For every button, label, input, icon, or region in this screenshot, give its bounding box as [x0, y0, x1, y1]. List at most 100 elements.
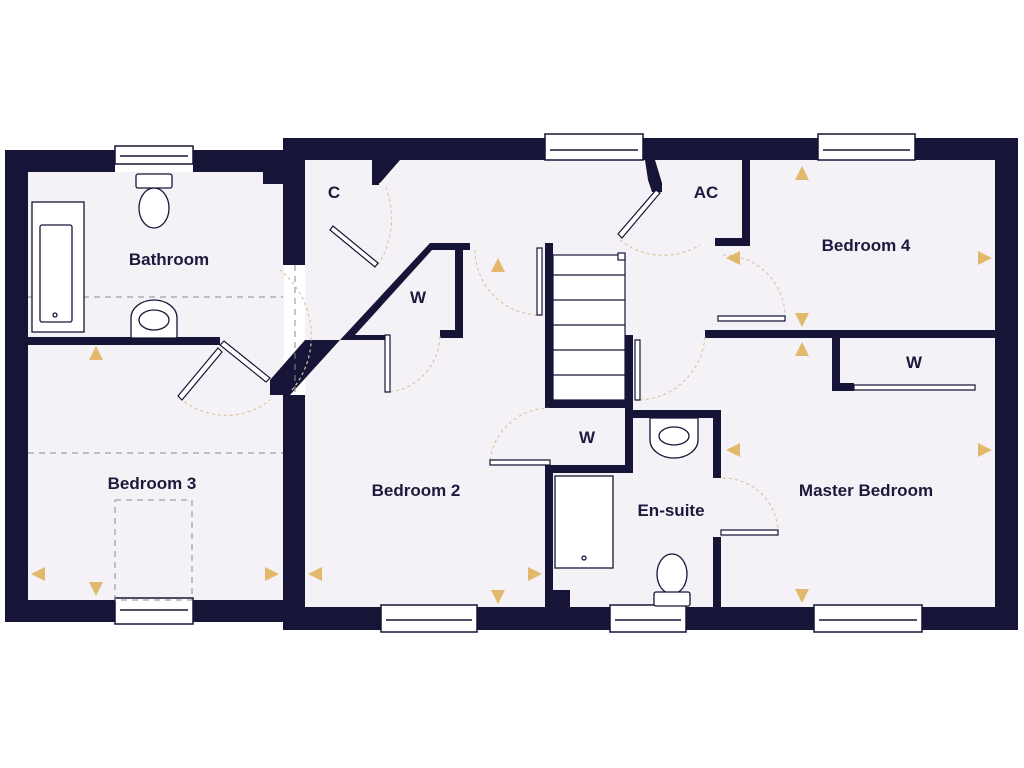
wall-left-side — [5, 150, 28, 622]
wall-stair-bottom — [545, 400, 630, 408]
door-c — [329, 225, 379, 268]
window-icon — [544, 133, 644, 161]
label-bedroom-4: Bedroom 4 — [822, 236, 911, 255]
window-icon — [817, 133, 916, 161]
door-ac — [617, 189, 661, 239]
door-swing-icon — [474, 249, 541, 316]
door-swing-icon — [722, 477, 779, 533]
wall-stair-left — [545, 243, 553, 408]
door-master-w — [853, 384, 976, 391]
sink-icon — [130, 299, 178, 339]
wall-bath-bed3 — [28, 337, 220, 345]
arrow-up-icon — [795, 342, 809, 356]
wall-main-top-c — [915, 138, 1018, 160]
door-swing-icon — [489, 407, 549, 461]
arrow-down-icon — [89, 582, 103, 596]
windows — [114, 133, 923, 633]
arrow-right-icon — [978, 443, 992, 457]
wall-bed2-w-bottom — [440, 330, 463, 338]
sink-icon — [649, 417, 699, 459]
arrow-left-icon — [31, 567, 45, 581]
arrow-left-icon — [726, 251, 740, 265]
wall-bed4-master — [705, 330, 995, 338]
label-wardrobe-master: W — [906, 353, 923, 372]
door-bathroom — [177, 347, 223, 401]
wall-landing-bottom-stub — [545, 590, 570, 607]
arrow-up-icon — [491, 258, 505, 272]
door-swing-icon — [179, 397, 271, 416]
wall-left-bottom-b — [193, 600, 293, 622]
arrow-right-icon — [528, 567, 542, 581]
door-swing-icon — [377, 184, 393, 266]
stairs-icon — [552, 252, 626, 401]
window-icon — [813, 604, 923, 633]
arrow-right-icon — [265, 567, 279, 581]
wall-main-top-b — [643, 138, 818, 160]
door-swings — [179, 184, 786, 533]
label-en-suite: En-suite — [637, 501, 704, 520]
room-labels: Bathroom Bedroom 3 Bedroom 2 Bedroom 4 M… — [108, 183, 933, 520]
window-icon — [609, 604, 687, 633]
wall-bed2-diagonal — [340, 243, 470, 340]
loft-hatch — [114, 499, 193, 601]
wall-left-top-b — [193, 150, 288, 172]
arrow-up-icon — [795, 166, 809, 180]
wall-main-bottom-d — [922, 607, 1018, 630]
wall-ensuite-right — [713, 410, 721, 478]
label-airing-cupboard: AC — [694, 183, 719, 202]
arrow-down-icon — [795, 589, 809, 603]
door-swing-icon — [619, 239, 701, 256]
main-floor — [305, 160, 995, 607]
wall-bed2-w-right — [455, 248, 463, 336]
door-swing-icon — [279, 269, 312, 391]
wall-left-bottom — [5, 600, 115, 622]
label-bathroom: Bathroom — [129, 250, 209, 269]
label-wardrobe-landing: W — [579, 428, 596, 447]
wall-left-top — [5, 150, 115, 172]
door-swing-icon — [639, 334, 706, 401]
wall-ensuite-left — [545, 465, 553, 607]
arrow-up-icon — [89, 346, 103, 360]
door-bed2 — [536, 247, 543, 316]
bath-icon — [31, 201, 85, 333]
wall-divider-left — [283, 138, 305, 265]
arrow-down-icon — [795, 313, 809, 327]
wall-ac-bottom — [715, 238, 750, 246]
door-swing-icon — [389, 335, 441, 393]
floor-areas — [28, 160, 995, 607]
wall-main-bottom-b — [477, 607, 610, 630]
door-leaves — [177, 189, 976, 536]
wall-c-side — [372, 160, 379, 185]
wall-master-w-bottom — [832, 383, 854, 391]
wall-main-bottom-a — [283, 607, 381, 630]
window-icon — [114, 597, 194, 625]
wall-landing-w-bottom — [553, 465, 633, 473]
window-icon — [114, 145, 194, 165]
door-landing-w — [489, 459, 551, 466]
wall-ensuite-top — [625, 410, 720, 418]
door-bed2-w — [384, 334, 391, 393]
toilet-icon — [135, 173, 173, 229]
wall-ac-left — [645, 160, 662, 192]
door-stair — [634, 339, 641, 401]
wall-main-bottom-c — [686, 607, 814, 630]
dimension-arrows — [31, 166, 992, 604]
label-bedroom-2: Bedroom 2 — [372, 481, 461, 500]
wall-main-top-a — [283, 138, 545, 160]
dashed-lines — [28, 265, 296, 601]
arrow-left-icon — [308, 567, 322, 581]
window-icon — [380, 604, 478, 633]
toilet-icon — [653, 553, 691, 607]
interior-walls — [28, 160, 995, 607]
label-master-bedroom: Master Bedroom — [799, 481, 933, 500]
wall-ensuite-right-low — [713, 537, 721, 607]
wall-divider-left-low — [283, 395, 305, 630]
arrow-right-icon — [978, 251, 992, 265]
arrow-down-icon — [491, 590, 505, 604]
label-wardrobe-bedroom-2: W — [410, 288, 427, 307]
door-landing — [219, 340, 271, 383]
wall-master-w-left — [832, 338, 840, 390]
label-bedroom-3: Bedroom 3 — [108, 474, 197, 493]
door-bed4 — [717, 315, 786, 322]
